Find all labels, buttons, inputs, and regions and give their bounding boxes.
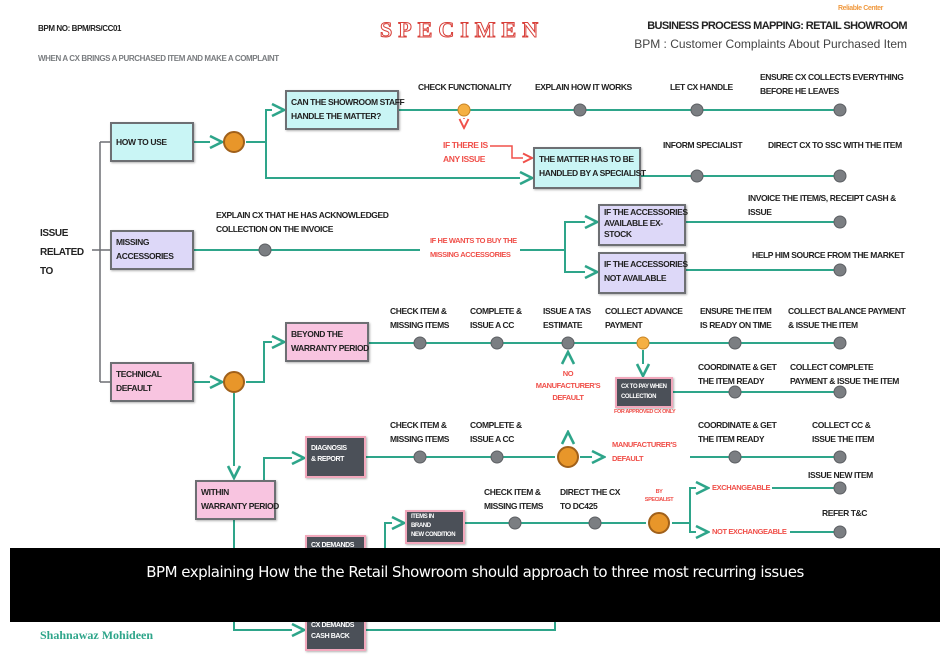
label-let-cx-handle: LET CX HANDLE [670, 82, 733, 92]
label-advance-payment: COLLECT ADVANCE PAYMENT [605, 306, 683, 330]
label-issue-new-item: ISSUE NEW ITEM [808, 470, 873, 480]
step-node [690, 103, 704, 117]
decision-node [223, 371, 245, 393]
step-node [728, 385, 742, 399]
step-node [508, 516, 522, 530]
step-node [258, 243, 272, 257]
label-exchangeable: EXCHANGEABLE [712, 483, 771, 492]
box-specialist: THE MATTER HAS TO BE HANDLED BY A SPECIA… [533, 147, 646, 189]
label-wants-buy: IF HE WANTS TO BUY THE MISSING ACCESSORI… [430, 236, 517, 259]
step-node [833, 525, 847, 539]
box-cx-pay-on-collection: CX TO PAY WHEN COLLECTION [615, 377, 673, 408]
step-node [833, 450, 847, 464]
specimen-watermark: SPECIMEN [379, 17, 545, 43]
label-check-item: CHECK ITEM & MISSING ITEMS [484, 487, 544, 511]
box-can-staff-handle: CAN THE SHOWROOM STAFF HANDLE THE MATTER… [285, 90, 405, 130]
bpm-number: BPM NO: BPM/RS/CC01 [38, 24, 122, 33]
label-balance-payment: COLLECT BALANCE PAYMENT & ISSUE THE ITEM [788, 306, 906, 330]
label-explain-ack: EXPLAIN CX THAT HE HAS ACKNOWLEDGED COLL… [216, 210, 389, 234]
label-complete-cc: COMPLETE & ISSUE A CC [470, 306, 522, 330]
box-how-to-use: HOW TO USE [110, 122, 194, 162]
label-coordinate: COORDINATE & GET THE ITEM READY [698, 420, 777, 444]
label-direct-ssc: DIRECT CX TO SSC WITH THE ITEM [768, 140, 902, 150]
step-node [728, 336, 742, 350]
label-check-item: CHECK ITEM & MISSING ITEMS [390, 306, 450, 330]
scenario-text: WHEN A CX BRINGS A PURCHASED ITEM AND MA… [38, 54, 279, 63]
root-label: ISSUE RELATED TO [40, 228, 84, 277]
step-node [833, 103, 847, 117]
step-node [833, 263, 847, 277]
label-check-functionality: CHECK FUNCTIONALITY [418, 82, 512, 92]
label-if-issue: IF THERE IS ANY ISSUE [443, 140, 488, 164]
label-inform-specialist: INFORM SPECIALIST [663, 140, 743, 150]
label-refer-tc: REFER T&C [822, 508, 868, 518]
label-tas-estimate: ISSUE A TAS ESTIMATE [543, 306, 591, 330]
step-node [833, 215, 847, 229]
caption-text: BPM explaining How the the Retail Showro… [146, 563, 804, 581]
author-name: Shahnawaz Mohideen [40, 628, 154, 642]
label-not-exchangeable: NOT EXCHANGEABLE [712, 527, 787, 536]
step-node [490, 450, 504, 464]
step-node [728, 450, 742, 464]
label-direct-dc425: DIRECT THE CX TO DC425 [560, 487, 620, 511]
step-node [833, 385, 847, 399]
step-node [413, 336, 427, 350]
brand-name: Reliable Center [838, 5, 883, 12]
label-manufacturer-default: MANUFACTURER'S DEFAULT [612, 440, 677, 463]
box-diagnosis-report: DIAGNOSIS & REPORT [305, 436, 366, 478]
decision-node [223, 131, 245, 153]
box-beyond-warranty: BEYOND THE WARRANTY PERIOD [285, 322, 369, 362]
box-technical-default: TECHNICAL DEFAULT [110, 362, 194, 402]
label-explain-how: EXPLAIN HOW IT WORKS [535, 82, 632, 92]
step-node [588, 516, 602, 530]
checkpoint-node [636, 336, 650, 350]
label-collect-cc: COLLECT CC & ISSUE THE ITEM [812, 420, 874, 444]
decision-node [557, 446, 579, 468]
label-help-source: HELP HIM SOURCE FROM THE MARKET [752, 250, 905, 260]
label-no-manufacturer-default: NO MANUFACTURER'S DEFAULT [535, 369, 601, 402]
step-node [833, 336, 847, 350]
label-ready-on-time: ENSURE THE ITEM IS READY ON TIME [700, 306, 772, 330]
step-node [561, 336, 575, 350]
label-by-specialist: BY SPECIALIST [644, 489, 674, 503]
page-title: BUSINESS PROCESS MAPPING: RETAIL SHOWROO… [647, 20, 907, 32]
label-collect-complete: COLLECT COMPLETE PAYMENT & ISSUE THE ITE… [790, 362, 899, 386]
label-complete-cc: COMPLETE & ISSUE A CC [470, 420, 522, 444]
box-within-warranty: WITHIN WARRANTY PERIOD [195, 480, 279, 520]
label-ensure-collects: ENSURE CX COLLECTS EVERYTHING BEFORE HE … [760, 72, 904, 96]
decision-node [648, 512, 670, 534]
box-accessories-not-available: IF THE ACCESSORIES NOT AVAILABLE [598, 252, 688, 294]
root-bracket [92, 141, 110, 383]
step-node [573, 103, 587, 117]
box-accessories-available: IF THE ACCESSORIES AVAILABLE EX- STOCK [598, 204, 688, 246]
label-invoice: INVOICE THE ITEM/S, RECEIPT CASH & ISSUE [748, 193, 896, 217]
step-node [490, 336, 504, 350]
box-brand-new-condition: ITEMS IN BRAND NEW CONDITION [405, 510, 465, 544]
label-check-item: CHECK ITEM & MISSING ITEMS [390, 420, 450, 444]
step-node [833, 481, 847, 495]
caption-banner: BPM explaining How the the Retail Showro… [10, 548, 940, 622]
step-node [833, 169, 847, 183]
issue-arrows [464, 118, 532, 158]
approved-only-note: FOR APPROVED CX ONLY [614, 409, 676, 415]
step-node [690, 169, 704, 183]
page-subtitle: BPM : Customer Complaints About Purchase… [634, 37, 907, 51]
box-missing-accessories: MISSING ACCESSORIES [110, 230, 194, 270]
label-coordinate: COORDINATE & GET THE ITEM READY [698, 362, 777, 386]
step-node [413, 450, 427, 464]
checkpoint-node [457, 103, 471, 117]
